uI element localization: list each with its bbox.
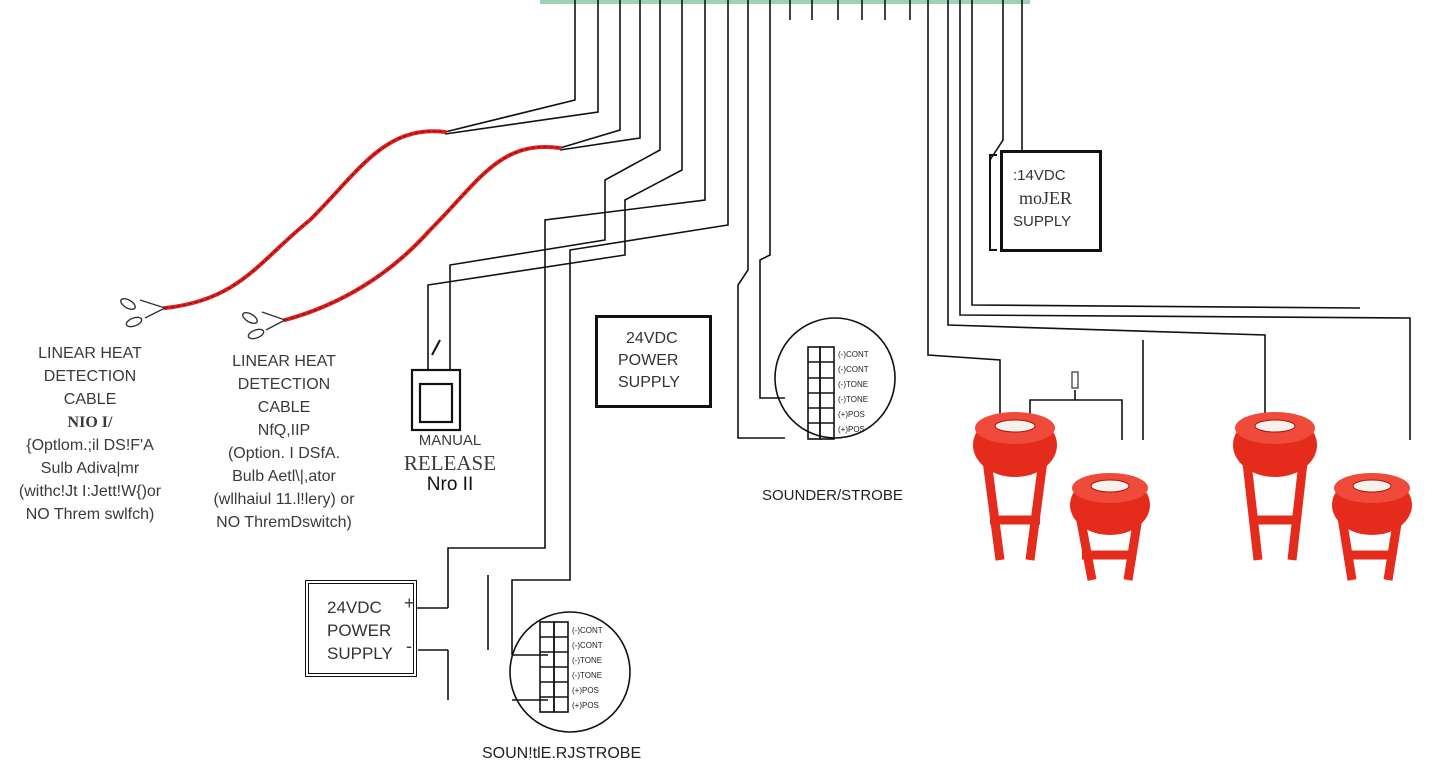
- wire-lhd1-a: [444, 0, 576, 133]
- lhd1-line-7: (withc!Jt I:Jett!W{)or: [18, 483, 162, 500]
- lhd2-line-2: DETECTION: [237, 376, 331, 393]
- heat-cable-1: [163, 129, 447, 310]
- sounder2-term-1: (-)CONT: [572, 626, 603, 635]
- sounder2-term-6: (+)POS: [572, 701, 599, 710]
- manual-release-body: [410, 368, 462, 432]
- wire-lhd2-b: [559, 0, 641, 151]
- sounder1-term-6: (+)POS: [838, 425, 865, 434]
- lhd2-line-3: CABLE: [257, 399, 311, 416]
- manual-release-label: MANUAL RELEASE Nro II: [390, 430, 510, 496]
- lhd-cable-1-label: LINEAR HEAT DETECTION CABLE NIO I/ {Optl…: [2, 342, 178, 526]
- ps-mid-line-1: 24VDC: [626, 330, 678, 347]
- lhd1-line-2: DETECTION: [43, 368, 137, 385]
- ps-low-plus-sign: +: [404, 593, 415, 613]
- sounder1-terminal-block: [807, 346, 835, 440]
- sounder2-terminal-block: [539, 621, 569, 713]
- lhd1-line-4: NIO I/: [67, 414, 113, 431]
- sounder1-term-1: (-)CONT: [838, 350, 869, 359]
- bell-device-4: [1332, 473, 1412, 581]
- ps-top-line-3: SUPPLY: [1013, 213, 1072, 230]
- manual-line-3: Nro II: [426, 474, 474, 495]
- manual-line-2: RELEASE: [403, 451, 497, 475]
- ps-low-minus-sign: -: [406, 636, 412, 656]
- lhd2-line-1: LINEAR HEAT: [232, 353, 336, 370]
- ps-low-line-2: POWER: [327, 621, 392, 640]
- cable-clip-icon: [120, 298, 166, 328]
- sounder2-circle: [509, 611, 631, 733]
- lhd1-line-3: CABLE: [63, 391, 117, 408]
- wire-manual-a: [449, 0, 661, 370]
- lhd1-line-6: Sulb Adiva|mr: [40, 460, 140, 477]
- lhd2-line-5: (Option. I DSfA.: [227, 445, 341, 462]
- lhd1-line-5: {Optlom.;il DS!F'A: [26, 437, 154, 454]
- sounder2-term-4: (-)TONE: [572, 671, 603, 680]
- lhd2-line-4: NfQ,IIP: [257, 422, 311, 439]
- sounder2-label: SOUN!tlE.RJSTROBE: [482, 745, 642, 762]
- lhd2-line-7: (wllhaiul 11.l!lery) or: [213, 491, 355, 508]
- wire-ps-low-minus: [511, 0, 729, 655]
- ps-low-line-1: 24VDC: [327, 598, 382, 617]
- power-supply-mid: 24VDC POWER SUPPLY: [595, 315, 712, 408]
- sounder2-term-2: (-)CONT: [572, 641, 603, 650]
- sounder1-circle: [774, 317, 896, 439]
- ps-low-line-3: SUPPLY: [327, 644, 393, 663]
- wire-ps-top-b: [1009, 0, 1023, 171]
- bell-device-2: [1070, 473, 1150, 581]
- sounder1-term-2: (-)CONT: [838, 365, 869, 374]
- lhd2-line-8: NO ThremDswitch): [216, 514, 352, 531]
- sounder1-term-5: (+)POS: [838, 410, 865, 419]
- wire-lhd2-a: [559, 0, 621, 149]
- lhd-cable-2-label: LINEAR HEAT DETECTION CABLE NfQ,IIP (Opt…: [196, 350, 372, 534]
- wire-sounder1-pos: [737, 0, 785, 439]
- wire-ps-top-a: [989, 0, 1004, 161]
- lhd2-line-6: Bulb Aetl\|,ator: [232, 468, 336, 485]
- power-supply-low: 24VDC POWER SUPPLY: [305, 580, 417, 677]
- ps-mid-line-2: POWER: [618, 352, 679, 369]
- lhd1-line-1: LINEAR HEAT: [38, 345, 142, 362]
- manual-line-1: MANUAL: [418, 432, 482, 449]
- sounder2-term-5: (+)POS: [572, 686, 599, 695]
- lhd1-line-8: NO Threm swlfch): [25, 506, 155, 523]
- bell-device-1: [973, 412, 1057, 561]
- wire-bell-c: [959, 0, 1411, 440]
- wire-manual-b: [427, 0, 683, 370]
- wire-bell-a: [927, 0, 1001, 415]
- heat-cable-2: [283, 145, 562, 322]
- sounder1-term-3: (-)TONE: [838, 380, 869, 389]
- wire-lhd1-b: [444, 0, 599, 135]
- ps-top-line-2: moJER: [1019, 188, 1073, 208]
- wire-sounder1-tone: [759, 0, 785, 399]
- sounder1-term-4: (-)TONE: [838, 395, 869, 404]
- wire-bell-b: [947, 0, 1266, 440]
- bell-device-3: [1233, 412, 1317, 561]
- ps-top-line-1: :14VDC: [1013, 167, 1066, 184]
- wire-ps-low-plus: [447, 0, 706, 608]
- sounder2-term-3: (-)TONE: [572, 656, 603, 665]
- power-supply-top: :14VDC moJER SUPPLY: [1000, 150, 1102, 252]
- ps-mid-line-3: SUPPLY: [618, 374, 680, 391]
- sounder1-label: SOUNDER/STROBE: [762, 487, 903, 504]
- control-panel-edge: [540, 0, 1030, 4]
- cable-clip-icon: [242, 311, 286, 340]
